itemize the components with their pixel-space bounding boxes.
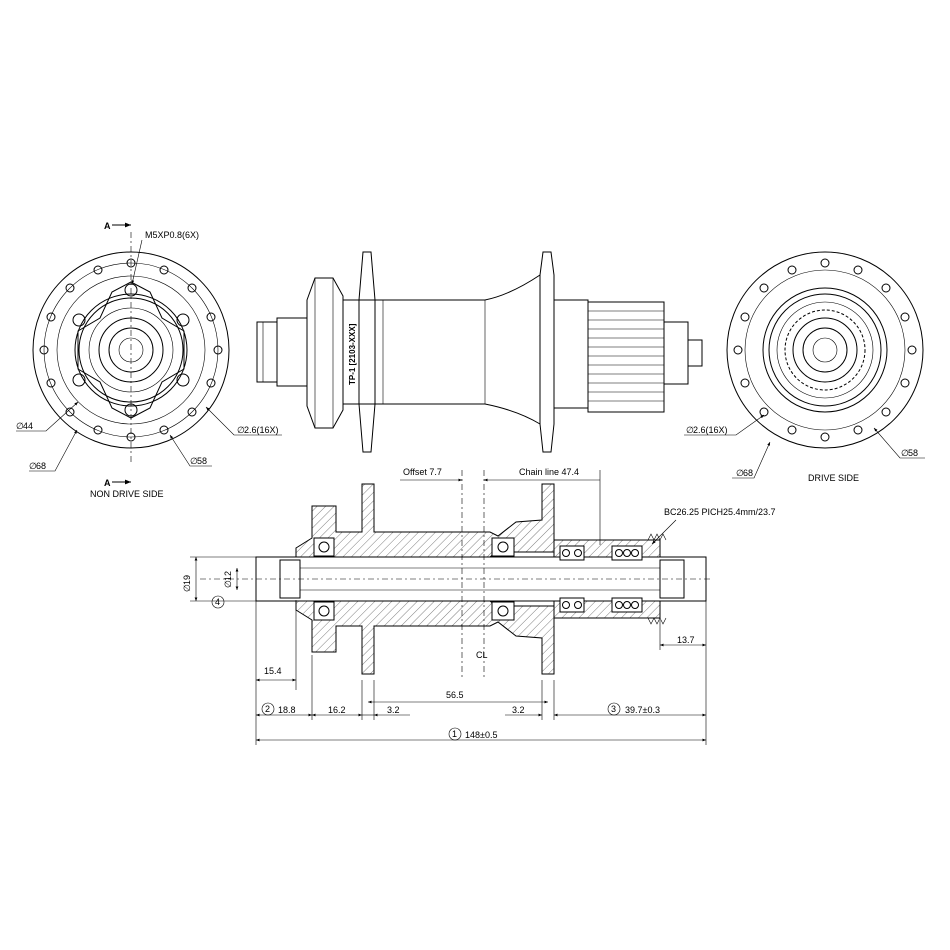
bearings bbox=[313, 537, 643, 621]
axle-dia12-label: 12 bbox=[223, 571, 233, 581]
part-marking-label: TP-1 [2103-XXX] bbox=[348, 323, 357, 385]
cl-label: CL bbox=[476, 650, 488, 660]
nds-dia44-label: 44 bbox=[23, 421, 33, 431]
freehub-splines bbox=[587, 301, 665, 413]
hub-body bbox=[374, 274, 541, 425]
section-a-bottom-label: A bbox=[104, 478, 111, 488]
callout-3: 3 bbox=[611, 704, 616, 714]
hub-side-elevation: TP-1 [2103-XXX] bbox=[256, 251, 703, 453]
callout-4: 4 bbox=[215, 597, 220, 607]
bc-spec-label: BC26.25 PICH25.4mm/23.7 bbox=[664, 507, 776, 517]
nds-dia68-label: 68 bbox=[36, 461, 46, 471]
dim-16-2-label: 16.2 bbox=[328, 705, 346, 715]
ds-dia58-label: 58 bbox=[908, 448, 918, 458]
offset-label: Offset 7.7 bbox=[403, 467, 442, 477]
chain-line-label: Chain line 47.4 bbox=[519, 467, 579, 477]
axle-dia19-symbol: ∅ bbox=[182, 584, 192, 592]
nds-spoke-hole-symbol: ∅ bbox=[237, 425, 245, 435]
nds-spoke-hole-label: 2.6(16X) bbox=[244, 425, 279, 435]
dim-15-4-label: 15.4 bbox=[264, 666, 282, 676]
ds-spoke-holes bbox=[733, 258, 917, 442]
nds-dia58-label: 58 bbox=[197, 456, 207, 466]
dim-13-7-label: 13.7 bbox=[677, 635, 695, 645]
drive-side-title: DRIVE SIDE bbox=[808, 473, 859, 483]
rotor-mount-side bbox=[306, 277, 344, 429]
dim-148-label: 148±0.5 bbox=[465, 730, 497, 740]
ds-spoke-hole-label: 2.6(16X) bbox=[693, 425, 728, 435]
non-drive-side-title: NON DRIVE SIDE bbox=[90, 489, 164, 499]
dim-18-8-label: 18.8 bbox=[278, 705, 296, 715]
ds-spoke-hole-symbol: ∅ bbox=[686, 425, 694, 435]
bolt-thread-label: M5XP0.8(6X) bbox=[145, 230, 199, 240]
non-drive-side-view: A A M5XP0.8(6X) ∅ 44 ∅ 68 ∅ 58 ∅ 2.6(16X… bbox=[16, 221, 282, 499]
nds-dia44-symbol: ∅ bbox=[16, 421, 24, 431]
section-a-top-label: A bbox=[104, 221, 111, 231]
dim-3-2-left-label: 3.2 bbox=[387, 705, 400, 715]
nds-dia58-symbol: ∅ bbox=[190, 456, 198, 466]
hub-cross-section bbox=[200, 470, 712, 680]
callout-2: 2 bbox=[265, 704, 270, 714]
freehub-body bbox=[553, 299, 589, 409]
dim-39-7-label: 39.7±0.3 bbox=[625, 705, 660, 715]
ds-dia68-symbol: ∅ bbox=[736, 468, 744, 478]
dimensions: Offset 7.7 Chain line 47.4 BC26.25 PICH2… bbox=[182, 467, 776, 745]
axle-dia19-label: 19 bbox=[182, 575, 192, 585]
dim-3-2-right-label: 3.2 bbox=[512, 705, 525, 715]
nds-dia68-symbol: ∅ bbox=[29, 461, 37, 471]
ds-flange-outer bbox=[726, 251, 924, 449]
ds-dia68-label: 68 bbox=[743, 468, 753, 478]
dim-56-5-label: 56.5 bbox=[446, 690, 464, 700]
drive-side-view: ∅ 2.6(16X) ∅ 68 ∅ 58 DRIVE SIDE bbox=[684, 251, 925, 483]
nds-spoke-holes bbox=[39, 258, 223, 442]
ds-dia58-symbol: ∅ bbox=[901, 448, 909, 458]
axle-dia12-symbol: ∅ bbox=[223, 580, 233, 588]
callout-1: 1 bbox=[452, 729, 457, 739]
